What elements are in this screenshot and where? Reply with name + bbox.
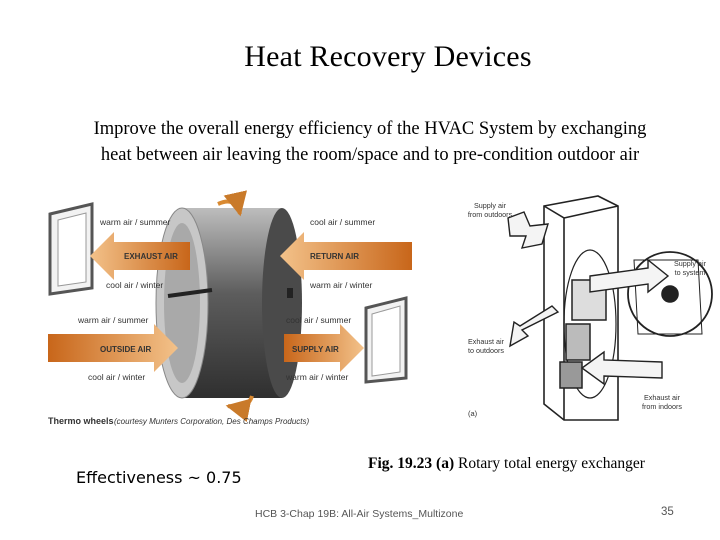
arrow-supply-from-outdoors [507,211,549,249]
label-outside-air: OUTSIDE AIR [100,345,151,354]
label-return-air: RETURN AIR [310,252,359,261]
arrow-supply-to-system [589,258,670,294]
label-cool-summer-1: cool air / summer [310,217,375,227]
supply-duct-frame [364,296,408,384]
intro-line-2: heat between air leaving the room/space … [100,145,640,165]
thermo-figure-credit: (courtesy Munters Corporation, Des Champ… [114,417,310,426]
outside-air-arrow [48,324,178,372]
page-number: 35 [661,506,674,518]
label-warm-summer-2: warm air / summer [77,315,149,325]
label-warm-winter-1: warm air / winter [309,280,373,290]
label-exhaust-indoors-1: Exhaust air [644,393,681,402]
intro-line-1: Improve the overall energy efficiency of… [93,119,647,139]
caption-text: Rotary total energy exchanger [457,455,645,472]
intro-text: Improve the overall energy efficiency of… [40,116,700,168]
label-warm-summer-1: warm air / summer [99,217,171,227]
exhaust-air-arrow [90,232,190,280]
supply-air-arrow [284,324,364,372]
exchanger-housing [543,195,713,421]
label-supply-outdoors-1: Supply air [474,201,507,210]
return-air-arrow [280,232,412,280]
thermo-figure-title: Thermo wheels [48,416,114,426]
exhaust-duct-frame [48,202,94,296]
rotary-panel-label: (a) [468,409,478,418]
label-cool-winter-1: cool air / winter [106,280,163,290]
label-supply-air: SUPPLY AIR [292,345,339,354]
label-exhaust-outdoors-1: Exhaust air [468,337,505,346]
label-supply-outdoors-2: from outdoors [468,210,513,219]
label-supply-system-1: Supply air [674,259,707,268]
label-cool-winter-2: cool air / winter [88,372,145,382]
label-exhaust-indoors-2: from indoors [642,402,682,411]
slide-title: Heat Recovery Devices [244,40,532,73]
thermo-wheel [155,190,302,422]
thermo-wheel-figure: warm air / summer EXHAUST AIR cool air /… [48,190,412,426]
slide-footer: HCB 3-Chap 19B: All-Air Systems_Multizon… [255,508,464,520]
arrow-exhaust-to-outdoors [509,305,560,348]
label-exhaust-air: EXHAUST AIR [124,252,178,261]
label-supply-system-2: to system [675,268,706,277]
caption-sub-label: (a) [436,455,455,472]
rotary-exchanger-figure: Supply air from outdoors Supply air to s… [468,195,713,421]
label-cool-summer-2: cool air / summer [286,315,351,325]
figure-caption: Fig. 19.23 (a) Rotary total energy excha… [368,455,645,473]
label-warm-winter-2: warm air / winter [285,372,349,382]
arrow-exhaust-from-indoors [580,350,663,386]
caption-figure-number: Fig. 19.23 [368,455,433,472]
effectiveness-text: Effectiveness ~ 0.75 [76,468,242,487]
label-exhaust-outdoors-2: to outdoors [468,346,504,355]
